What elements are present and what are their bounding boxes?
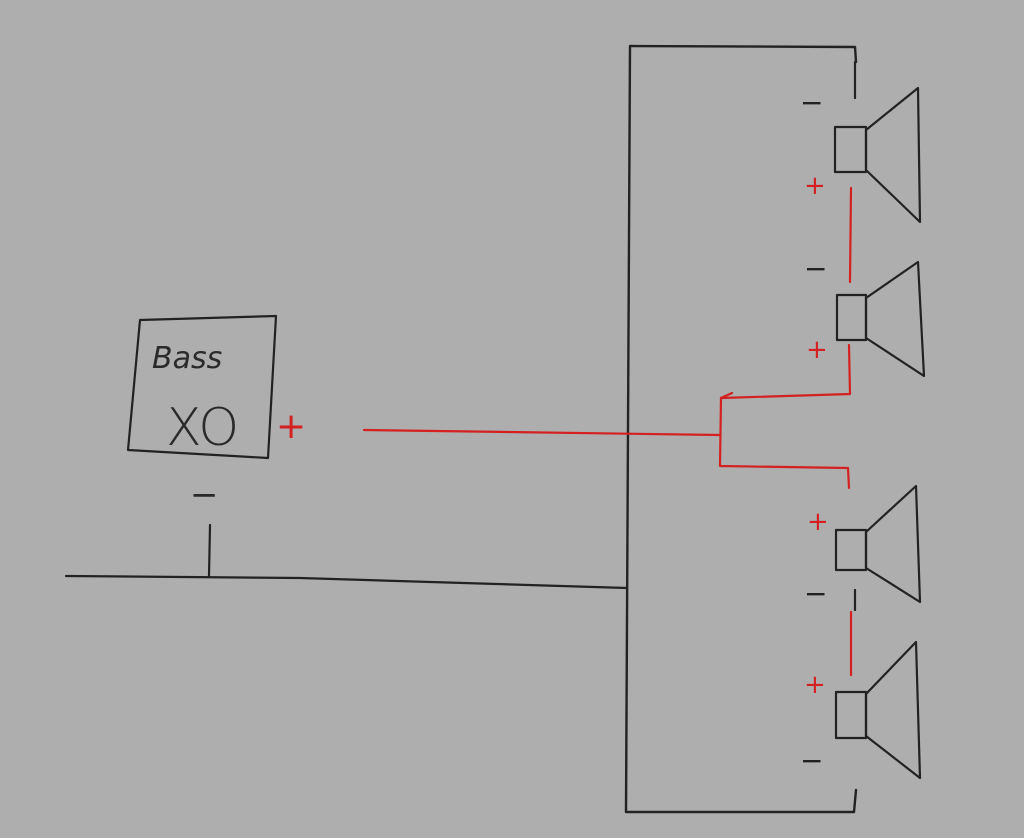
- negative-stub: [207, 523, 212, 578]
- speaker-1: − +: [800, 86, 922, 224]
- positive-main-wire: [362, 428, 722, 437]
- crossover-positive-mark: +: [276, 406, 306, 447]
- speaker-2-cone: [864, 260, 926, 378]
- speaker-1-magnet: [833, 125, 868, 174]
- speaker-1-bottom-mark: +: [804, 171, 826, 201]
- speaker-2-bottom-mark: +: [806, 335, 828, 365]
- crossover-negative-mark: −: [190, 475, 219, 515]
- speaker-3-cone: [864, 484, 922, 604]
- negative-wiring: [64, 44, 858, 814]
- speaker-3-top-mark: +: [807, 507, 829, 537]
- speaker-4-bottom-mark: −: [800, 744, 823, 777]
- speaker-1-cone: [864, 86, 922, 224]
- crossover-label-line2: XO: [166, 398, 239, 458]
- speaker-4-magnet: [834, 690, 868, 740]
- speaker-1-top-mark: −: [800, 86, 823, 119]
- positive-upper-branch: [719, 343, 852, 400]
- speaker-2: − +: [804, 252, 926, 378]
- positive-splitter: [718, 391, 851, 490]
- crossover-label-line1: Bass: [152, 341, 222, 376]
- speaker-3-magnet: [834, 528, 868, 572]
- speaker-1-2-link: [848, 186, 853, 284]
- speaker-4-cone: [864, 640, 922, 780]
- speaker-2-top-mark: −: [804, 252, 827, 285]
- positive-wiring: [362, 186, 853, 677]
- speaker-4-top-mark: +: [804, 670, 826, 700]
- negative-bus-loop: [624, 44, 858, 814]
- bass-crossover: Bass XO + −: [126, 314, 306, 515]
- speaker-3: + −: [804, 484, 922, 610]
- speaker-3-bottom-mark: −: [804, 577, 827, 610]
- negative-ground-wire: [64, 574, 629, 590]
- crossover-box: [126, 314, 278, 460]
- speaker-2-magnet: [835, 293, 868, 342]
- speaker-4: + −: [800, 640, 922, 780]
